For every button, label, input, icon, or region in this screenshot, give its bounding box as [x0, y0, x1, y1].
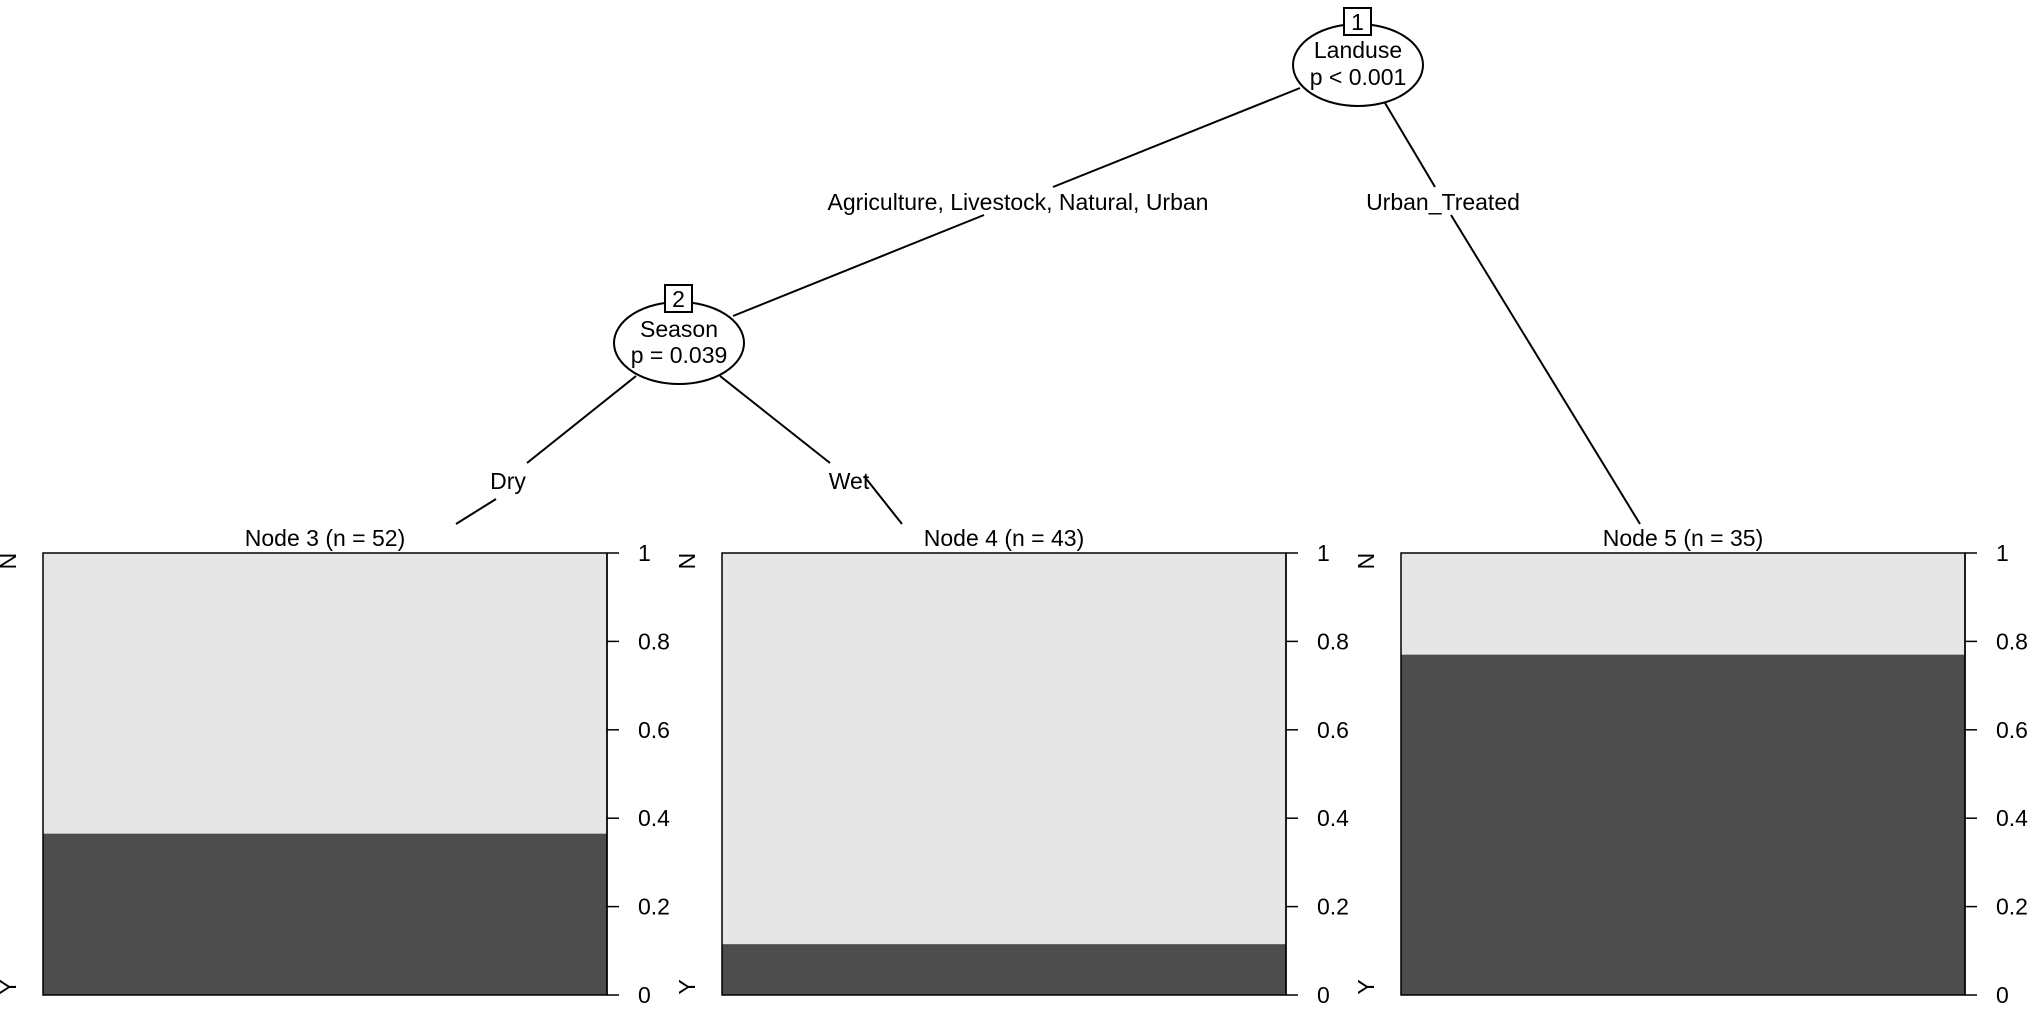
y-tick-label-node-5: 0	[1996, 982, 2009, 1008]
tree-node-2: 2 Season p = 0.039	[613, 284, 745, 385]
level-label-Y-node-3: Y	[0, 979, 21, 994]
panel-title-node-3: Node 3 (n = 52)	[245, 525, 405, 551]
y-tick-label-node-4: 0.4	[1317, 805, 1349, 831]
node-1-id-box	[1343, 7, 1372, 36]
node-2-variable: Season	[640, 316, 718, 342]
node-1-id: 1	[1351, 9, 1364, 35]
level-label-Y-node-4: Y	[674, 979, 700, 994]
y-tick-label-node-5: 1	[1996, 540, 2009, 566]
edge-1-5-upper	[1384, 102, 1436, 188]
bar-segment-N-node-4	[722, 553, 1286, 995]
level-label-N-node-4: N	[674, 553, 700, 570]
y-tick-label-node-3: 0.4	[638, 805, 670, 831]
panel-title-node-5: Node 5 (n = 35)	[1603, 525, 1763, 551]
y-tick-label-node-4: 0	[1317, 982, 1330, 1008]
panel-title-node-4: Node 4 (n = 43)	[924, 525, 1084, 551]
edge-1-5-lower	[1450, 214, 1641, 525]
y-tick-label-node-4: 0.2	[1317, 894, 1349, 920]
terminal-panel-node-5: Node 5 (n = 35) 0 0.2 0.4 0.6 0.8 1N Y	[1353, 525, 2028, 1008]
node-2-id: 2	[672, 286, 685, 312]
node-2-p-value: p = 0.039	[631, 342, 728, 368]
y-tick-label-node-3: 0.8	[638, 628, 670, 654]
y-tick-label-node-5: 0.4	[1996, 805, 2028, 831]
edge-1-2-upper	[1052, 87, 1301, 188]
node-2-id-box	[664, 284, 693, 313]
y-tick-label-node-3: 1	[638, 540, 651, 566]
tree-edges	[455, 87, 1641, 525]
edge-2-4-upper	[719, 375, 831, 464]
level-label-N-node-5: N	[1353, 553, 1379, 570]
edge-2-3-lower	[455, 498, 497, 525]
node-1-variable: Landuse	[1314, 37, 1402, 63]
y-tick-label-node-4: 1	[1317, 540, 1330, 566]
y-tick-label-node-5: 0.2	[1996, 894, 2028, 920]
y-tick-label-node-3: 0	[638, 982, 651, 1008]
edge-label-season-wet: Wet	[829, 468, 870, 494]
level-label-Y-node-5: Y	[1353, 979, 1379, 994]
terminal-panel-node-4: Node 4 (n = 43) 0 0.2 0.4 0.6 0.8 1N Y	[674, 525, 1349, 1008]
edge-label-season-dry: Dry	[490, 468, 526, 494]
bar-segment-Y-node-5	[1401, 654, 1965, 995]
bar-segment-Y-node-3	[43, 833, 607, 995]
edge-label-landuse-left: Agriculture, Livestock, Natural, Urban	[828, 189, 1209, 215]
edge-label-landuse-right: Urban_Treated	[1366, 189, 1520, 215]
level-label-N-node-3: N	[0, 553, 21, 570]
y-tick-label-node-3: 0.2	[638, 894, 670, 920]
y-tick-label-node-3: 0.6	[638, 717, 670, 743]
edge-2-4-lower	[863, 475, 903, 525]
edge-2-3-upper	[526, 375, 637, 464]
bar-segment-Y-node-4	[722, 944, 1286, 995]
edge-1-2-lower	[732, 214, 985, 317]
y-tick-label-node-4: 0.6	[1317, 717, 1349, 743]
terminal-panel-node-3: Node 3 (n = 52) 0 0.2 0.4 0.6 0.8 1N Y	[0, 525, 670, 1008]
y-tick-label-node-5: 0.8	[1996, 628, 2028, 654]
node-1-p-value: p < 0.001	[1310, 64, 1407, 90]
y-tick-label-node-5: 0.6	[1996, 717, 2028, 743]
y-tick-label-node-4: 0.8	[1317, 628, 1349, 654]
tree-node-1: 1 Landuse p < 0.001	[1292, 7, 1424, 107]
